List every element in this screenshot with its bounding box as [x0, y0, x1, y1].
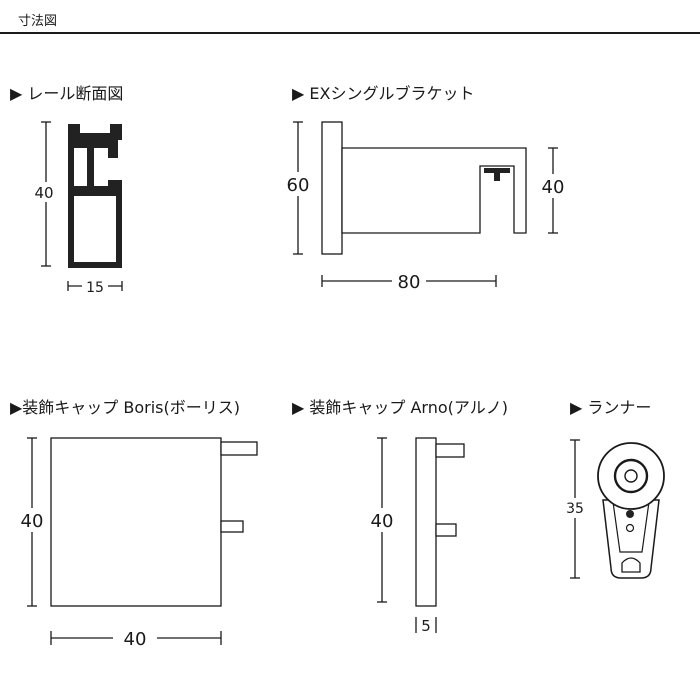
bracket-right-dim-label: 40 [542, 177, 565, 198]
bracket-right-label-bg [538, 174, 568, 198]
boris-height-dim-label: 40 [21, 511, 44, 532]
boris-cap-body [50, 437, 222, 607]
arno-height-label-bg [367, 508, 397, 532]
bracket-left-label-bg [283, 172, 313, 196]
arno-height-dim-label: 40 [371, 511, 394, 532]
boris-height-label-bg [17, 508, 47, 532]
rail-profile [68, 124, 122, 268]
runner-section-title: ▶ ランナー [570, 398, 652, 417]
arno-cap-body [415, 437, 437, 607]
boris-width-dim-label: 40 [124, 629, 147, 650]
runner-wheel-axle [624, 469, 638, 483]
bracket-wall-plate [321, 121, 343, 255]
bracket-left-dim-label: 60 [287, 175, 310, 196]
rail-height-label-bg [30, 182, 58, 202]
rail-width-label-bg [82, 277, 108, 295]
bracket-drawing: 60 40 80 [283, 121, 568, 294]
runner-hole-filled [626, 510, 634, 518]
cap-arno-drawing: 40 5 [367, 437, 465, 635]
bracket-clip-stem [494, 173, 500, 181]
bracket-section-title: ▶ EXシングルブラケット [292, 84, 475, 103]
boris-width-label-bg [113, 626, 157, 650]
bracket-arm [341, 147, 527, 234]
cap-boris-section-title: ▶装飾キャップ Boris(ボーリス) [10, 398, 241, 417]
arno-cap-tab-upper [435, 443, 465, 458]
bracket-width-dim-label: 80 [398, 272, 421, 293]
page-title: 寸法図 [18, 14, 58, 29]
rail-width-label: 15 [86, 280, 104, 296]
bracket-width-label-bg [392, 270, 426, 294]
header-divider [0, 32, 700, 34]
cap-arno-section-title: ▶ 装飾キャップ Arno(アルノ) [292, 398, 508, 417]
arno-cap-tab-lower [435, 523, 457, 537]
rail-section-title: ▶ レール断面図 [10, 84, 124, 103]
runner-hole-open [625, 523, 635, 533]
rail-height-label: 40 [34, 184, 53, 202]
bracket-clip-top [484, 168, 510, 173]
arno-width-dim-label: 5 [421, 617, 431, 635]
runner-height-label-bg [561, 498, 589, 518]
runner-drawing: 35 [561, 439, 665, 579]
runner-height-dim-label: 35 [566, 501, 584, 517]
rail-drawing: 40 15 [30, 121, 123, 296]
boris-cap-tab-upper [220, 441, 258, 456]
runner-ring-slot [621, 557, 641, 573]
cap-boris-drawing: 40 40 [17, 437, 258, 650]
boris-cap-tab-lower [220, 520, 244, 533]
